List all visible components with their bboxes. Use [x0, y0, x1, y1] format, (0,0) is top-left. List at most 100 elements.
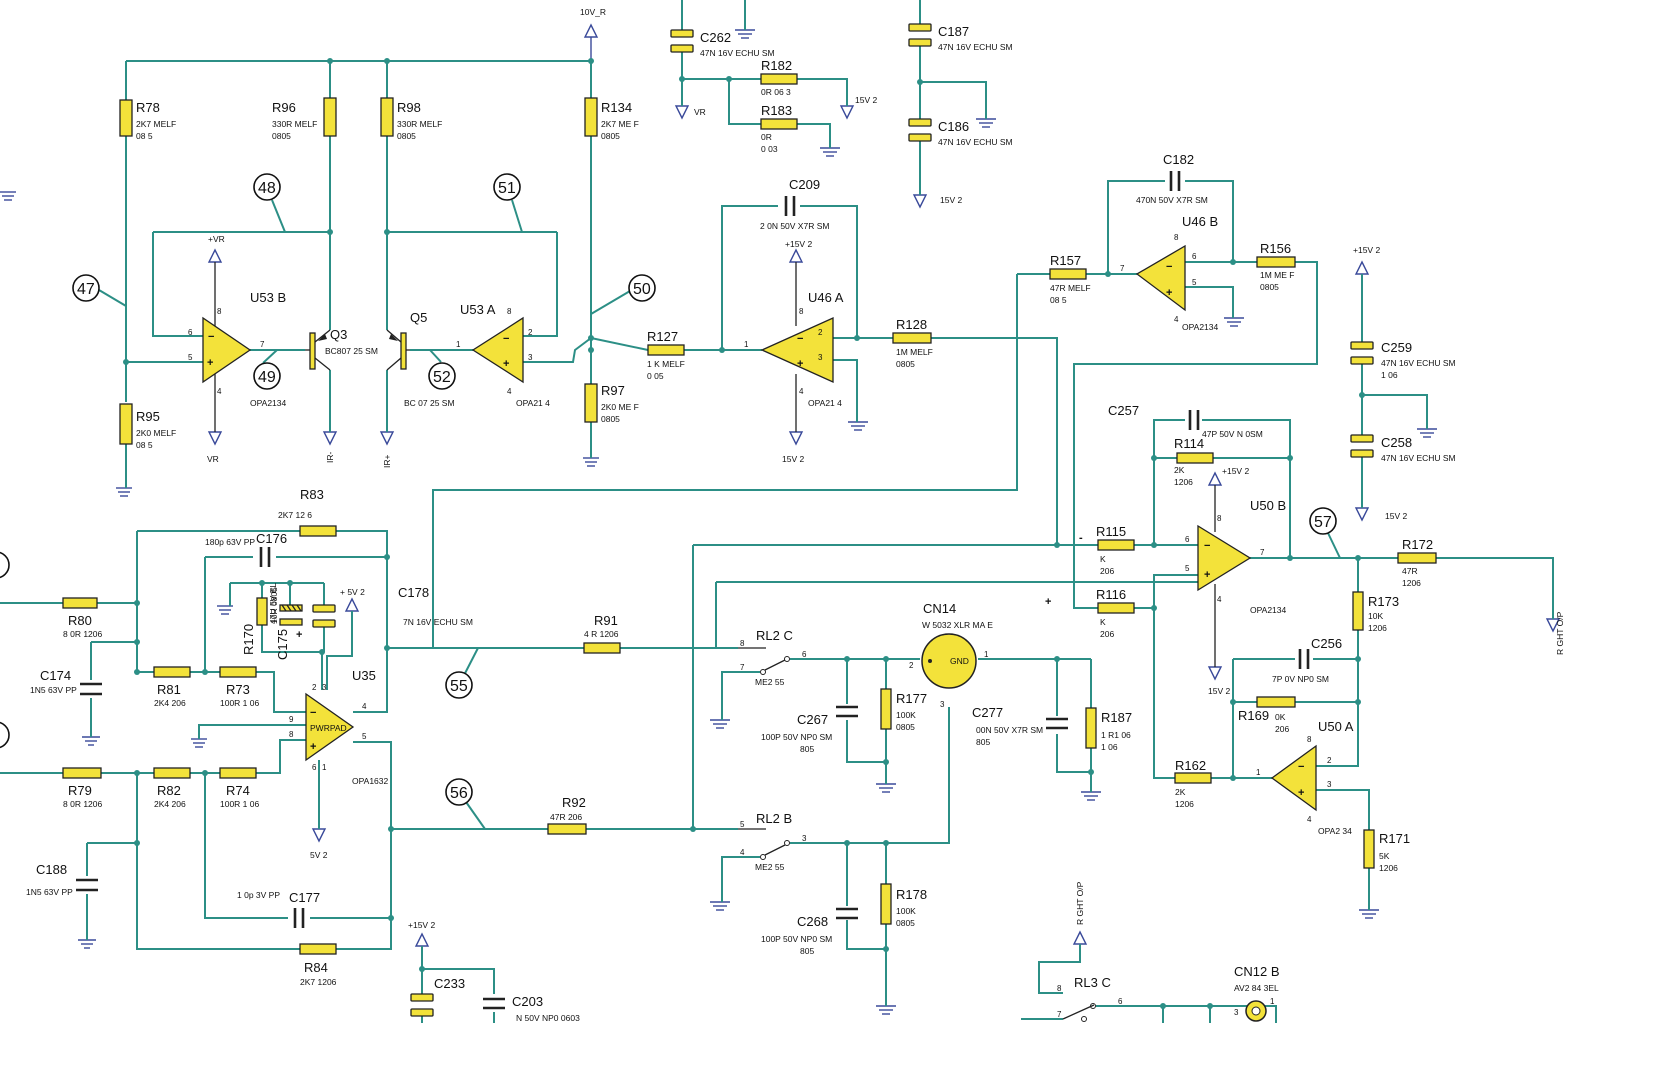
resistor-r134: R134 2K7 ME F 0805 [584, 97, 639, 141]
svg-text:100P 50V NP0 SM: 100P 50V NP0 SM [761, 732, 832, 742]
svg-text:48: 48 [258, 180, 276, 197]
svg-text:5: 5 [1185, 564, 1190, 573]
svg-text:U35: U35 [352, 668, 376, 683]
rail-symbols: 10V_R VR 15V 2 15V 2 +VR VR IR- IR+ +15V… [207, 7, 1565, 947]
svg-text:R162: R162 [1175, 758, 1206, 773]
svg-text:CN14: CN14 [923, 601, 956, 616]
capacitor-c209: C209 2 0N 50V X7R SM [760, 177, 829, 231]
svg-text:C188: C188 [36, 862, 67, 877]
svg-text:OPA2 34: OPA2 34 [1318, 826, 1352, 836]
svg-text:1 0p 3V PP: 1 0p 3V PP [237, 890, 280, 900]
relay-rl3c: RL3 C 87 6 [1057, 975, 1123, 1022]
capacitor-c267: C267 100P 50V NP0 SM 805 [761, 705, 858, 754]
capacitor-c174: C174 1N5 63V PP [30, 668, 102, 696]
svg-text:2K0 MELF: 2K0 MELF [136, 428, 176, 438]
ground-icon [1224, 317, 1244, 327]
svg-text:PWRPAD: PWRPAD [310, 723, 347, 733]
svg-text:1N5 63V PP: 1N5 63V PP [30, 685, 77, 695]
svg-text:ME2 55: ME2 55 [755, 677, 785, 687]
svg-text:470N 50V X7R SM: 470N 50V X7R SM [1136, 195, 1208, 205]
svg-text:K: K [1100, 554, 1106, 564]
svg-text:100R 1 06: 100R 1 06 [220, 799, 259, 809]
svg-text:4: 4 [217, 387, 222, 396]
svg-text:4: 4 [799, 387, 804, 396]
svg-text:2K4 206: 2K4 206 [154, 799, 186, 809]
svg-text:R80: R80 [68, 613, 92, 628]
svg-text:R74: R74 [226, 783, 250, 798]
capacitor-c177: C177 1 0p 3V PP [237, 890, 320, 928]
svg-text:+: + [1298, 787, 1304, 799]
svg-text:3: 3 [802, 834, 807, 843]
resistor-r128: R128 1M MELF 0805 [892, 317, 933, 369]
ground-icon [82, 736, 100, 746]
svg-text:−: − [503, 333, 509, 345]
svg-text:R156: R156 [1260, 241, 1291, 256]
svg-text:R187: R187 [1101, 710, 1132, 725]
rail-15v-label-4: 15V 2 [1385, 511, 1407, 521]
ground-icon [583, 457, 599, 467]
ground-icon [78, 939, 96, 949]
svg-text:206: 206 [1100, 629, 1114, 639]
resistor-r171: R171 5K 1206 [1363, 829, 1410, 873]
rail-10v-r-label: 10V_R [580, 7, 606, 17]
svg-text:R134: R134 [601, 100, 632, 115]
svg-text:3: 3 [528, 353, 533, 362]
svg-text:1: 1 [1256, 768, 1261, 777]
svg-text:RL2 B: RL2 B [756, 811, 792, 826]
svg-text:R128: R128 [896, 317, 927, 332]
svg-text:+: + [207, 357, 213, 369]
svg-text:8: 8 [1217, 514, 1222, 523]
svg-text:08 5: 08 5 [136, 131, 153, 141]
svg-text:7P 0V NP0 SM: 7P 0V NP0 SM [1272, 674, 1329, 684]
ground-icon [710, 719, 730, 729]
svg-text:1206: 1206 [1174, 477, 1193, 487]
connectors: GND CN14 W 5032 XLR MA E 21 3 CN12 B AV2… [909, 601, 1280, 1022]
rail-15v-label-3: 15V 2 [782, 454, 804, 464]
net-label-57: 57 [1309, 507, 1337, 535]
svg-text:+: + [1166, 287, 1172, 299]
svg-text:4 R 1206: 4 R 1206 [584, 629, 619, 639]
transistors: Q3 BC807 25 SM Q5 BC 07 25 SM [305, 310, 455, 408]
svg-text:R82: R82 [157, 783, 181, 798]
net-label-52: 52 [428, 362, 456, 390]
capacitor-c178: C178 7N 16V ECHU SM [312, 585, 473, 628]
rail-15v-label-1: 15V 2 [855, 95, 877, 105]
net-label-47: 47 [72, 274, 100, 302]
svg-text:1: 1 [744, 340, 749, 349]
capacitor-c186: C186 47N 16V ECHU SM [908, 118, 1013, 147]
svg-text:0805: 0805 [896, 359, 915, 369]
svg-text:6: 6 [188, 328, 193, 337]
resistor-r183: R183 0R 0 03 [760, 103, 798, 154]
svg-text:2: 2 [909, 661, 914, 670]
resistor-r81: R81 2K4 206 [153, 666, 191, 708]
capacitor-c175: + C175 47U 5V EL [268, 583, 303, 660]
svg-text:R127: R127 [647, 329, 678, 344]
svg-text:1 06: 1 06 [1101, 742, 1118, 752]
svg-text:C177: C177 [289, 890, 320, 905]
svg-text:2: 2 [1327, 756, 1332, 765]
svg-text:2K4 206: 2K4 206 [154, 698, 186, 708]
svg-text:5: 5 [188, 353, 193, 362]
svg-text:0 05: 0 05 [647, 371, 664, 381]
svg-text:47U 5V EL: 47U 5V EL [268, 583, 278, 624]
svg-text:R84: R84 [304, 960, 328, 975]
capacitor-c257: C257 47P 50V N 0SM [1108, 403, 1263, 439]
opamp-u53b: −+ U53 B OPA2134 65 78 4 [188, 262, 287, 432]
resistor-r97: R97 2K0 ME F 0805 [584, 383, 639, 424]
svg-text:BC807 25 SM: BC807 25 SM [325, 346, 378, 356]
opamp-u50b: −+ U50 B OPA2134 65 78 4 [1185, 485, 1287, 667]
svg-text:50: 50 [633, 281, 651, 298]
net-label-56: 56 [445, 778, 473, 806]
ground-icon [191, 738, 207, 748]
svg-text:C203: C203 [512, 994, 543, 1009]
resistor-r84: R84 2K7 1206 [299, 943, 337, 987]
ground-icon [1359, 909, 1379, 919]
opamp-u46b: −+ U46 B OPA2134 76 58 4 [1120, 214, 1219, 332]
svg-text:C277: C277 [972, 705, 1003, 720]
resistor-r82: R82 2K4 206 [153, 767, 191, 809]
svg-text:6: 6 [1118, 997, 1123, 1006]
resistor-r83: R83 2K7 12 6 [278, 487, 337, 537]
resistor-r73: R73 100R 1 06 [219, 666, 259, 708]
svg-text:R92: R92 [562, 795, 586, 810]
ground-icon [1417, 428, 1437, 438]
